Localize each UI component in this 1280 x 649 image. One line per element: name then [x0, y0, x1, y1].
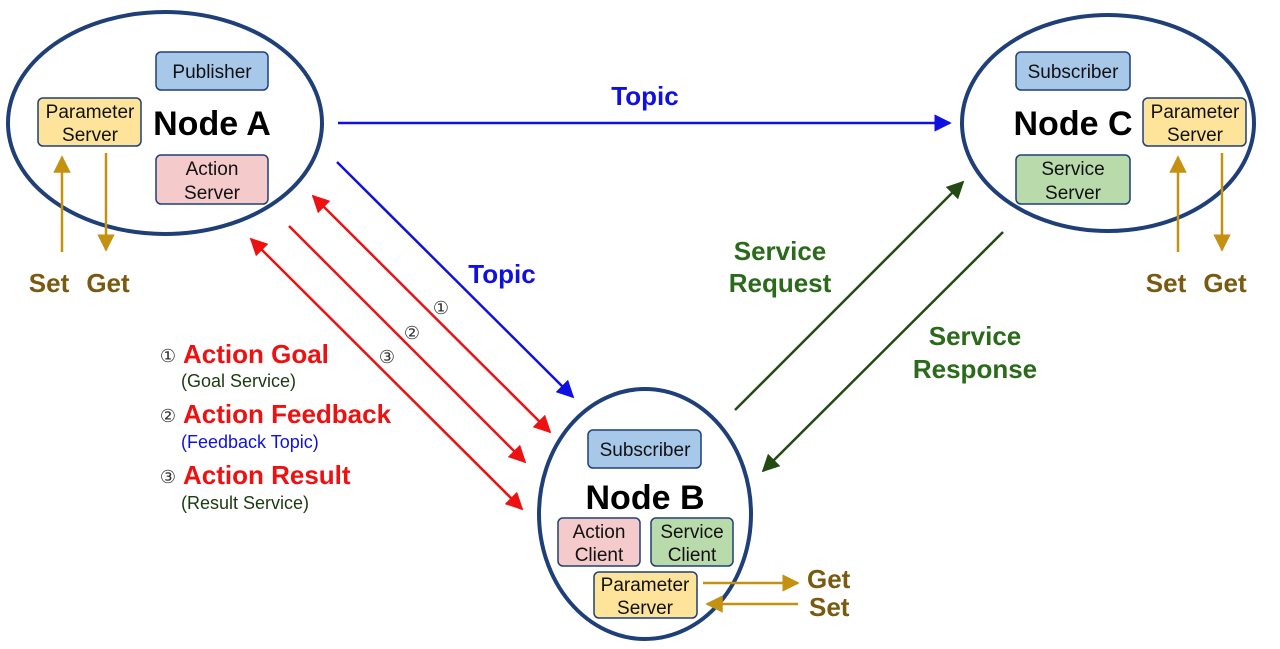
- node-c: Subscriber Node C Parameter Server Servi…: [960, 13, 1256, 233]
- node-a-action-line1: Action: [186, 159, 239, 180]
- node-c-param-line2: Server: [1167, 125, 1224, 146]
- node-b: Subscriber Node B Action Client Service …: [537, 387, 753, 641]
- node-b-service-client-box: Service Client: [650, 517, 734, 567]
- service-request-line2: Request: [729, 268, 832, 298]
- node-a-title: Node A: [153, 105, 271, 143]
- topic-label-a-to-c: Topic: [611, 81, 678, 111]
- node-c-parameter-server-box: Parameter Server: [1142, 97, 1247, 147]
- node-a-action-server-box: Action Server: [155, 154, 269, 205]
- marker-three: ③: [379, 347, 395, 368]
- node-b-action-line2: Client: [575, 545, 624, 566]
- node-b-service-line1: Service: [660, 522, 723, 543]
- node-c-param-line1: Parameter: [1151, 102, 1240, 123]
- node-c-title: Node C: [1014, 105, 1133, 143]
- service-request-line1: Service: [734, 236, 827, 266]
- node-b-param-line1: Parameter: [601, 575, 690, 596]
- node-b-get-label: Get: [807, 564, 851, 594]
- node-b-service-line2: Client: [668, 545, 717, 566]
- legend-feedback-sub: (Feedback Topic): [181, 432, 319, 452]
- legend-goal-title: Action Goal: [183, 339, 329, 369]
- node-a: Publisher Parameter Server Node A Action…: [6, 10, 324, 236]
- node-c-service-line2: Server: [1045, 183, 1102, 204]
- node-b-subscriber-box: Subscriber: [587, 429, 702, 469]
- service-response-line1: Service: [929, 321, 1022, 351]
- node-a-publisher-box: Publisher: [155, 51, 269, 91]
- node-c-service-server-box: Service Server: [1015, 154, 1131, 205]
- node-a-publisher-label: Publisher: [172, 62, 252, 83]
- node-c-service-line1: Service: [1041, 159, 1104, 180]
- node-b-param-line2: Server: [617, 598, 674, 619]
- service-response-line2: Response: [913, 354, 1037, 384]
- node-a-param-line2: Server: [62, 125, 119, 146]
- service-response-arrow: [761, 231, 1004, 473]
- legend-goal-marker: ①: [160, 346, 176, 367]
- node-b-subscriber-label: Subscriber: [600, 440, 691, 461]
- legend-feedback-marker: ②: [160, 406, 176, 427]
- legend-goal-sub: (Goal Service): [181, 371, 296, 391]
- node-c-set-label: Set: [1146, 268, 1187, 298]
- action-result-arrow: [249, 237, 524, 511]
- topic-arrow-a-to-b: [336, 161, 575, 399]
- node-b-parameter-server-box: Parameter Server: [593, 571, 698, 619]
- legend-result-title: Action Result: [183, 460, 351, 490]
- node-b-action-client-box: Action Client: [557, 517, 641, 567]
- action-goal-arrow: [311, 194, 552, 434]
- node-a-get-label: Get: [86, 268, 130, 298]
- legend-result-sub: (Result Service): [181, 493, 309, 513]
- topic-label-a-to-b: Topic: [468, 259, 535, 289]
- node-b-action-line1: Action: [573, 522, 626, 543]
- node-a-action-line2: Server: [184, 183, 241, 204]
- node-b-set-label: Set: [809, 592, 850, 622]
- marker-two: ②: [404, 323, 420, 344]
- node-c-subscriber-label: Subscriber: [1028, 62, 1119, 83]
- legend-feedback-title: Action Feedback: [183, 399, 392, 429]
- node-c-get-label: Get: [1203, 268, 1247, 298]
- node-a-param-line1: Parameter: [46, 102, 135, 123]
- action-legend: ① Action Goal (Goal Service) ② Action Fe…: [160, 339, 392, 513]
- legend-result-marker: ③: [160, 467, 176, 488]
- service-request-arrow: [734, 180, 965, 411]
- node-a-set-label: Set: [29, 268, 70, 298]
- node-b-title: Node B: [586, 479, 705, 517]
- node-a-parameter-server-box: Parameter Server: [37, 97, 142, 147]
- node-c-subscriber-box: Subscriber: [1015, 51, 1131, 91]
- marker-one: ①: [433, 298, 449, 319]
